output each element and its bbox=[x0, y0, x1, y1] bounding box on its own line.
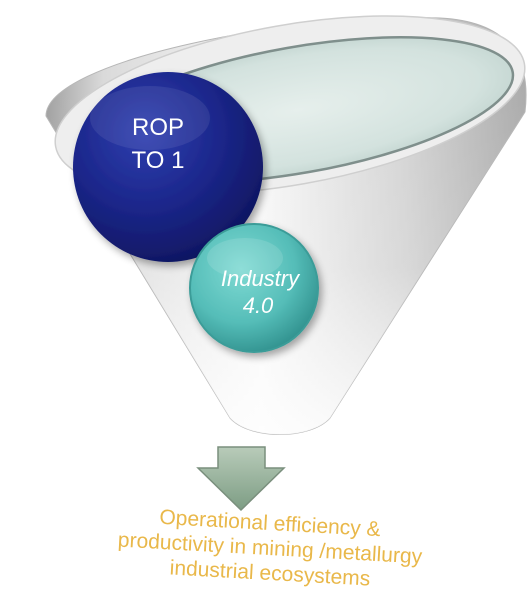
rop-circle bbox=[73, 72, 263, 262]
industry-circle-label-line1: Industry bbox=[221, 266, 301, 291]
industry-circle-label-line2: 4.0 bbox=[243, 293, 274, 318]
industry-circle bbox=[189, 223, 319, 353]
rop-circle-label-line1: ROP bbox=[132, 114, 184, 141]
rop-circle-label-line2: TO 1 bbox=[132, 147, 185, 174]
down-arrow-icon bbox=[196, 446, 286, 512]
